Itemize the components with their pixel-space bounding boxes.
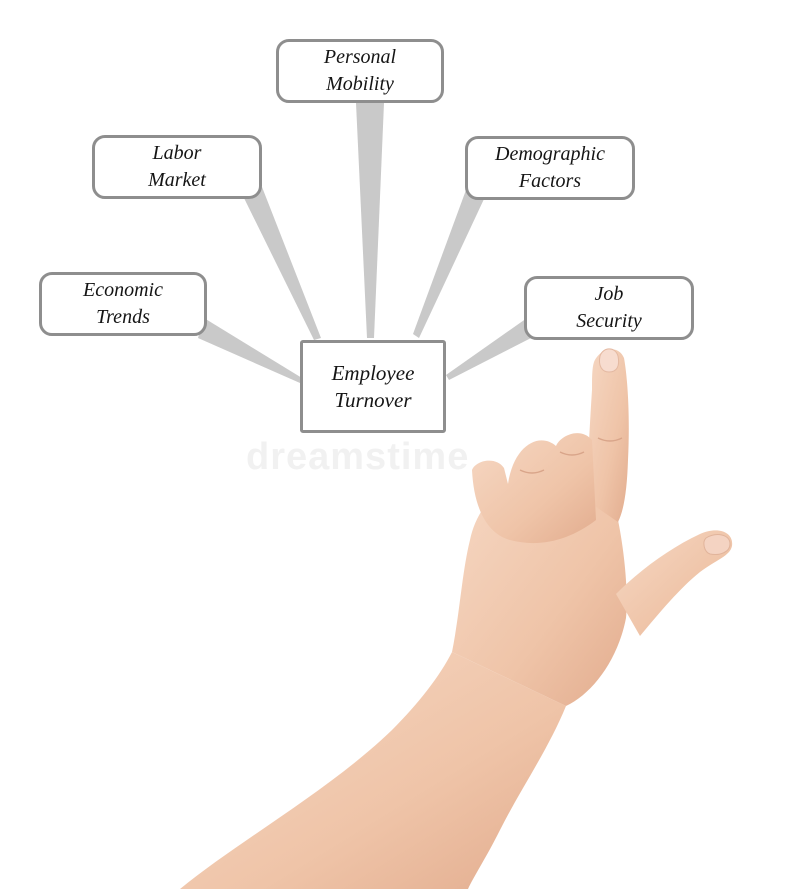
arm (180, 652, 566, 889)
thumb (616, 530, 733, 636)
knuckle-crease (519, 437, 623, 474)
connector-economic-trends (198, 318, 302, 383)
connector-demographic-factors (413, 190, 484, 338)
node-job-security-line1: Job (594, 283, 624, 305)
center-line2: Turnover (334, 387, 412, 412)
node-personal-mobility-line2: Mobility (326, 73, 394, 95)
node-labor-market: Labor Market (92, 135, 262, 199)
thumbnail (703, 534, 731, 555)
connector-labor-market (243, 187, 321, 340)
node-job-security: Job Security (524, 276, 694, 340)
node-demographic-factors-line1: Demographic (495, 143, 605, 165)
curled-fingers (472, 433, 596, 544)
node-labor-market-line1: Labor (152, 142, 202, 164)
node-labor-market-line2: Market (148, 169, 206, 191)
node-demographic-factors: Demographic Factors (465, 136, 635, 200)
pointing-hand (180, 348, 733, 889)
index-finger (586, 349, 629, 522)
fingernail (599, 348, 620, 373)
center-line1: Employee (331, 360, 415, 385)
connector-job-security (446, 318, 531, 380)
node-personal-mobility: Personal Mobility (276, 39, 444, 103)
watermark-text: dreamstime (246, 436, 470, 478)
node-economic-trends-line2: Trends (96, 306, 150, 328)
node-economic-trends-line1: Economic (83, 279, 163, 301)
node-employee-turnover: Employee Turnover (300, 340, 446, 433)
node-personal-mobility-line1: Personal (323, 46, 397, 68)
node-economic-trends: Economic Trends (39, 272, 207, 336)
node-job-security-line2: Security (576, 310, 642, 332)
node-demographic-factors-line2: Factors (518, 170, 582, 192)
connector-personal-mobility (356, 103, 384, 338)
